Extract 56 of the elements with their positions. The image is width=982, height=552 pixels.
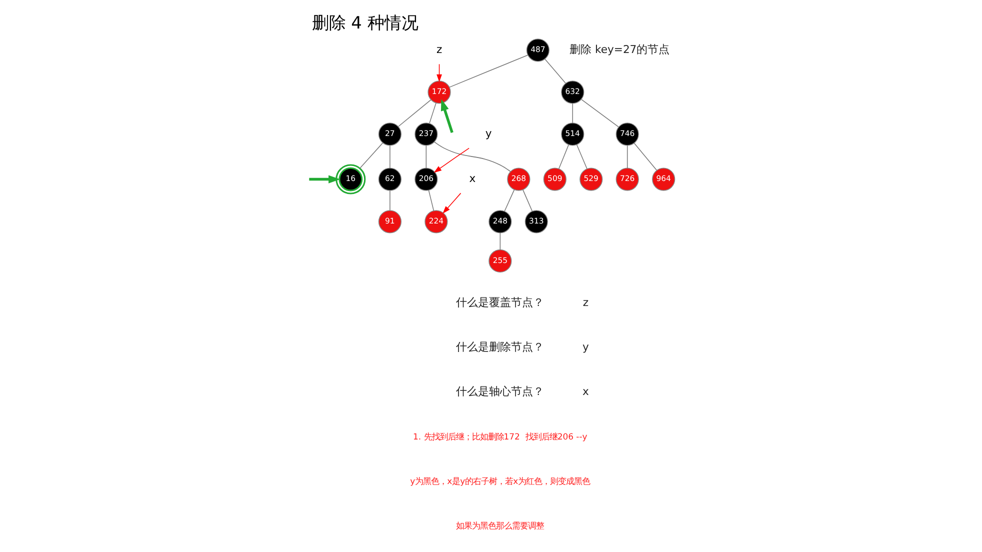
- node-circle: 529: [580, 168, 603, 191]
- node-circle: 726: [616, 168, 639, 191]
- arrow: [442, 192, 462, 214]
- node-text: y: [485, 127, 492, 140]
- node-circle: 632: [561, 80, 584, 104]
- diagram-title: 删除 4 种情况: [312, 12, 418, 32]
- label: y为黑色，x是y的右子树，若x为红色，则变成黑色: [410, 476, 590, 486]
- node-circle: 62: [378, 168, 402, 191]
- connector: [576, 144, 588, 170]
- label: 1. 先找到后继；比如删除172 找到后继206 --y: [413, 431, 588, 442]
- arrow: [436, 64, 442, 82]
- node-circle: 16: [336, 164, 366, 194]
- label: y: [582, 340, 589, 354]
- node-circle: 206: [414, 168, 438, 191]
- connector: [449, 54, 528, 88]
- node-circle: 514: [561, 122, 584, 146]
- node-circle: 172: [428, 80, 451, 104]
- arrow: [309, 175, 340, 184]
- node-circle: 509: [543, 168, 566, 191]
- label: x: [582, 385, 589, 398]
- connector: [522, 189, 533, 212]
- node-text: x: [469, 172, 476, 186]
- node-circle: 268: [507, 168, 530, 191]
- label: z: [582, 296, 589, 309]
- connector: [572, 102, 574, 124]
- connector: [398, 99, 432, 127]
- node-circle: 964: [652, 168, 676, 191]
- label: 什么是删除节点？: [456, 340, 544, 354]
- label: 什么是覆盖节点？: [456, 296, 544, 309]
- node-circle: 248: [488, 210, 512, 234]
- connector: [428, 190, 434, 212]
- node-circle: 487: [526, 38, 550, 62]
- node-circle: 27: [378, 122, 402, 146]
- node-circle: 91: [378, 210, 402, 234]
- node-circle: 746: [616, 122, 639, 146]
- node-text: z: [436, 43, 442, 56]
- connector: [558, 144, 569, 170]
- connector: [544, 58, 566, 84]
- node-circle: 237: [414, 122, 438, 146]
- label: 删除 key=27的节点: [570, 43, 670, 56]
- arrow: [440, 99, 454, 133]
- connector: [581, 99, 619, 128]
- connector: [360, 142, 384, 168]
- node-circle: 224: [424, 210, 448, 234]
- connector: [626, 145, 628, 168]
- label: 如果为黑色那么需要调整: [456, 520, 544, 531]
- connector: [500, 232, 501, 250]
- label: 什么是轴心节点？: [456, 385, 544, 398]
- connector: [429, 102, 436, 124]
- node-circle: 313: [524, 210, 548, 234]
- connector: [434, 142, 511, 172]
- node-circle: 255: [488, 249, 512, 273]
- arrow: [434, 148, 470, 173]
- connector: [426, 145, 427, 168]
- connector: [504, 189, 515, 212]
- connector: [634, 142, 658, 171]
